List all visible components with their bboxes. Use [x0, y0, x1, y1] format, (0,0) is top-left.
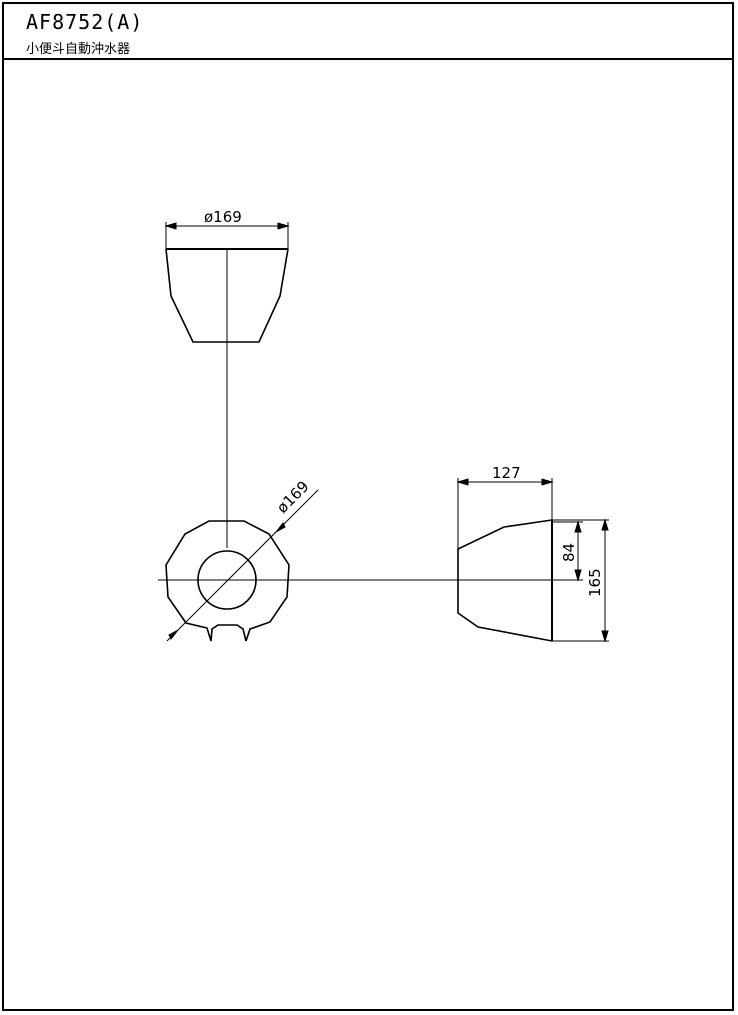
- title-block: AF8752(A) 小便斗自動沖水器: [4, 4, 732, 60]
- depth-label: 127: [492, 464, 521, 482]
- small-height-label: 84: [560, 543, 578, 562]
- model-code: AF8752(A): [26, 10, 144, 34]
- depth-dimension: [456, 478, 554, 549]
- top-diameter-label: ø169: [204, 208, 242, 226]
- total-height-label: 165: [586, 568, 604, 597]
- product-name: 小便斗自動沖水器: [26, 42, 131, 57]
- total-height-dimension: [552, 518, 609, 643]
- front-diameter-label: ø169: [273, 477, 312, 516]
- front-diameter-dimension: [166, 489, 319, 642]
- small-height-dimension: [552, 520, 583, 582]
- top-diameter-dimension: [164, 222, 290, 249]
- front-view: [165, 520, 290, 642]
